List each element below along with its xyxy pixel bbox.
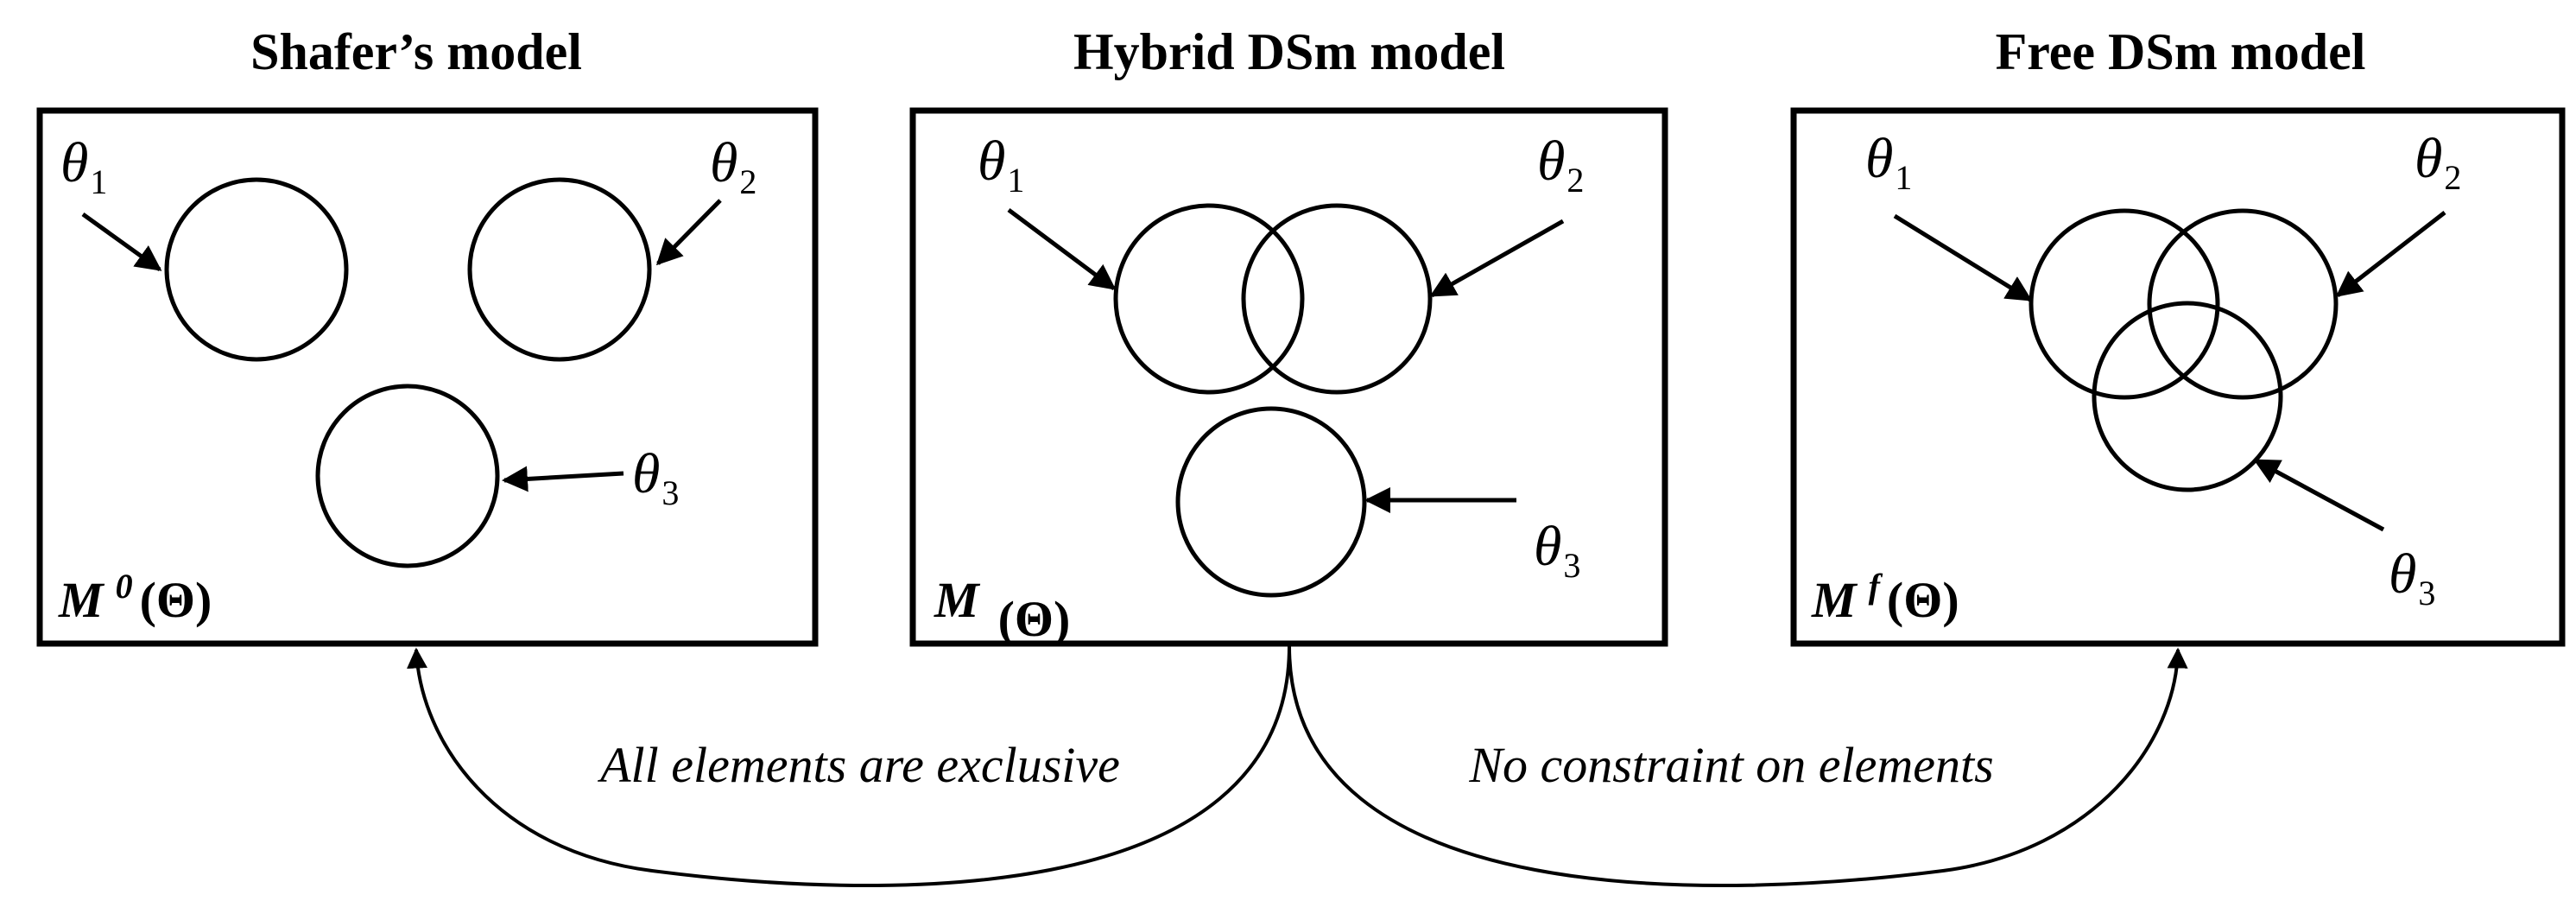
pointer-arrow-theta-2 — [2335, 211, 2446, 297]
set-circle-theta-2 — [467, 177, 652, 362]
theta-subscript: 1 — [90, 162, 107, 201]
panel-title-free: Free DSm model — [1996, 23, 2366, 80]
panel-frame-shafer — [36, 107, 819, 647]
set-label-theta-1: θ1 — [60, 131, 107, 201]
transition-label-exclusive: All elements are exclusive — [597, 737, 1120, 793]
set-label-theta-1: θ1 — [1865, 127, 1912, 197]
pointer-arrow-theta-1 — [1007, 207, 1117, 291]
theta-subscript: 3 — [1563, 546, 1580, 585]
theta-symbol: θ — [1537, 130, 1565, 193]
set-label-theta-2: θ2 — [710, 131, 756, 201]
theta-subscript: 1 — [1895, 158, 1912, 197]
transition-no-constraint: No constraint on elements — [1288, 645, 2188, 888]
theta-subscript: 1 — [1007, 161, 1024, 200]
theta-symbol: θ — [1534, 515, 1561, 578]
set-label-theta-3: θ3 — [1534, 515, 1580, 585]
set-label-theta-2: θ2 — [1537, 130, 1584, 200]
pointer-arrow-theta-3 — [2253, 458, 2385, 532]
pointer-arrow-theta-2 — [655, 199, 722, 266]
set-label-theta-2: θ2 — [2415, 127, 2461, 197]
set-circle-theta-1 — [2029, 208, 2220, 400]
set-circle-theta-2 — [2147, 208, 2339, 400]
set-circle-theta-3 — [315, 384, 500, 568]
theta-symbol: θ — [2389, 543, 2416, 606]
theta-symbol: θ — [1865, 127, 1893, 190]
pointer-arrow-theta-3 — [502, 466, 624, 492]
theta-symbol: θ — [978, 130, 1005, 193]
model-argument: (Θ) — [140, 572, 212, 628]
set-label-theta-1: θ1 — [978, 130, 1024, 200]
panel-frame-free — [1790, 107, 2566, 647]
model-superscript: 0 — [116, 567, 133, 606]
pointer-arrow-theta-1 — [1893, 213, 2033, 302]
set-circle-theta-2 — [1241, 203, 1433, 395]
transition-exclusive: All elements are exclusive — [407, 645, 1291, 888]
panel-title-shafer: Shafer’s model — [250, 23, 582, 80]
theta-subscript: 3 — [2418, 574, 2435, 612]
set-label-theta-3: θ3 — [2389, 543, 2435, 612]
theta-symbol: θ — [632, 442, 660, 505]
set-circle-theta-3 — [2092, 301, 2283, 492]
transition-curve-to-shafer — [407, 645, 1291, 888]
theta-symbol: θ — [710, 131, 737, 194]
panel-title-hybrid: Hybrid DSm model — [1073, 23, 1505, 80]
theta-subscript: 2 — [739, 162, 756, 201]
set-circle-theta-1 — [1113, 203, 1305, 395]
transition-label-no-constraint: No constraint on elements — [1468, 737, 1993, 793]
model-symbol: M — [1811, 572, 1858, 628]
model-argument: (Θ) — [1887, 572, 1959, 628]
theta-symbol: θ — [60, 131, 88, 194]
set-label-theta-3: θ3 — [632, 442, 679, 512]
panel-hybrid-dsm-model: Hybrid DSm model θ1 θ2 θ3 M(Θ) — [909, 23, 1668, 647]
model-superscript: f — [1869, 567, 1883, 606]
theta-subscript: 2 — [1566, 161, 1584, 200]
theta-symbol: θ — [2415, 127, 2442, 190]
pointer-arrow-theta-2 — [1429, 219, 1565, 298]
model-notation-hybrid: M (Θ) — [934, 572, 1070, 647]
theta-subscript: 3 — [661, 473, 679, 512]
panel-frame-hybrid — [909, 107, 1668, 647]
transition-curve-to-free — [1288, 645, 2188, 888]
model-argument: (Θ) — [998, 591, 1071, 647]
model-symbol: M — [934, 572, 981, 628]
set-circle-theta-1 — [164, 177, 349, 362]
theta-subscript: 2 — [2444, 158, 2461, 197]
pointer-arrow-theta-1 — [81, 212, 162, 272]
model-symbol: M — [58, 572, 105, 628]
set-circle-theta-3 — [1175, 406, 1367, 598]
